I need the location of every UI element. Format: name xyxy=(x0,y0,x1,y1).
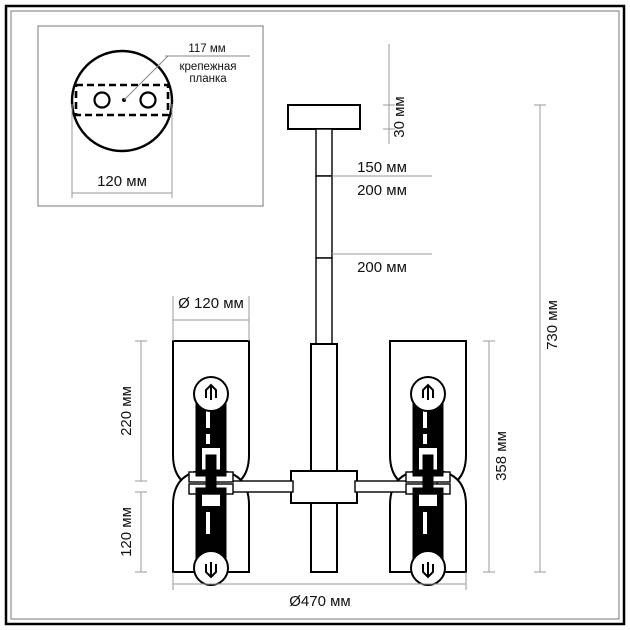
collar-right-band-bottom xyxy=(412,487,444,495)
dim-shade-diameter-label: Ø 120 мм xyxy=(178,295,244,312)
socket-rib-ul-1 xyxy=(206,406,210,428)
bulb-filament-upper-right xyxy=(422,383,434,400)
bulb-filament-lower-right xyxy=(422,562,434,579)
mounting-bracket-outline xyxy=(74,83,170,117)
center-hub xyxy=(290,470,358,504)
ceiling-canopy xyxy=(287,104,361,130)
bulb-filament-upper-left xyxy=(205,383,217,400)
dim-lower-shade-height-label: 120 мм xyxy=(118,507,135,557)
lower-stem-upper xyxy=(310,343,338,479)
dim-rod3-label: 200 мм xyxy=(357,259,407,276)
socket-rib-ul-2 xyxy=(206,434,210,444)
socket-rib-ur-2 xyxy=(423,434,427,444)
socket-rib-ll-2 xyxy=(206,512,210,534)
dim-rod2-label: 200 мм xyxy=(357,182,407,199)
bracket-caption-line2: планка xyxy=(189,73,227,85)
rod-segment-3 xyxy=(315,257,333,345)
dim-canopy-height-label: 30 мм xyxy=(391,96,408,137)
bracket-hole-right xyxy=(139,91,157,109)
dim-fixture-body-height-label: 358 мм xyxy=(493,431,510,481)
collar-left-band-bottom xyxy=(195,487,227,495)
dim-upper-shade-height-label: 220 мм xyxy=(118,386,135,436)
lower-stem-lower xyxy=(310,501,338,573)
shaft-right xyxy=(422,454,434,488)
bracket-width-label: 117 мм xyxy=(188,43,225,55)
bracket-leader-line xyxy=(123,55,169,101)
canopy-circle xyxy=(70,49,174,153)
bulb-filament-lower-left xyxy=(205,562,217,579)
socket-slot-ll xyxy=(202,492,220,506)
outer-frame-inner xyxy=(10,10,620,620)
dim-overall-diameter-label: Ø470 мм xyxy=(289,593,351,610)
rod-segment-2 xyxy=(315,175,333,259)
bracket-caption-line1: крепежная xyxy=(180,61,237,73)
inset-diameter-label: 120 мм xyxy=(97,173,147,190)
shaft-left xyxy=(205,454,217,488)
dim-total-height-label: 730 мм xyxy=(544,300,561,350)
socket-rib-ur-1 xyxy=(423,406,427,428)
rod-segment-1 xyxy=(315,128,333,177)
socket-rib-lr-2 xyxy=(423,512,427,534)
outer-frame xyxy=(4,4,626,626)
socket-slot-lr xyxy=(419,492,437,506)
bracket-hole-left xyxy=(93,91,111,109)
dim-rod1-label: 150 мм xyxy=(357,159,407,176)
inset-detail-box xyxy=(37,25,264,207)
